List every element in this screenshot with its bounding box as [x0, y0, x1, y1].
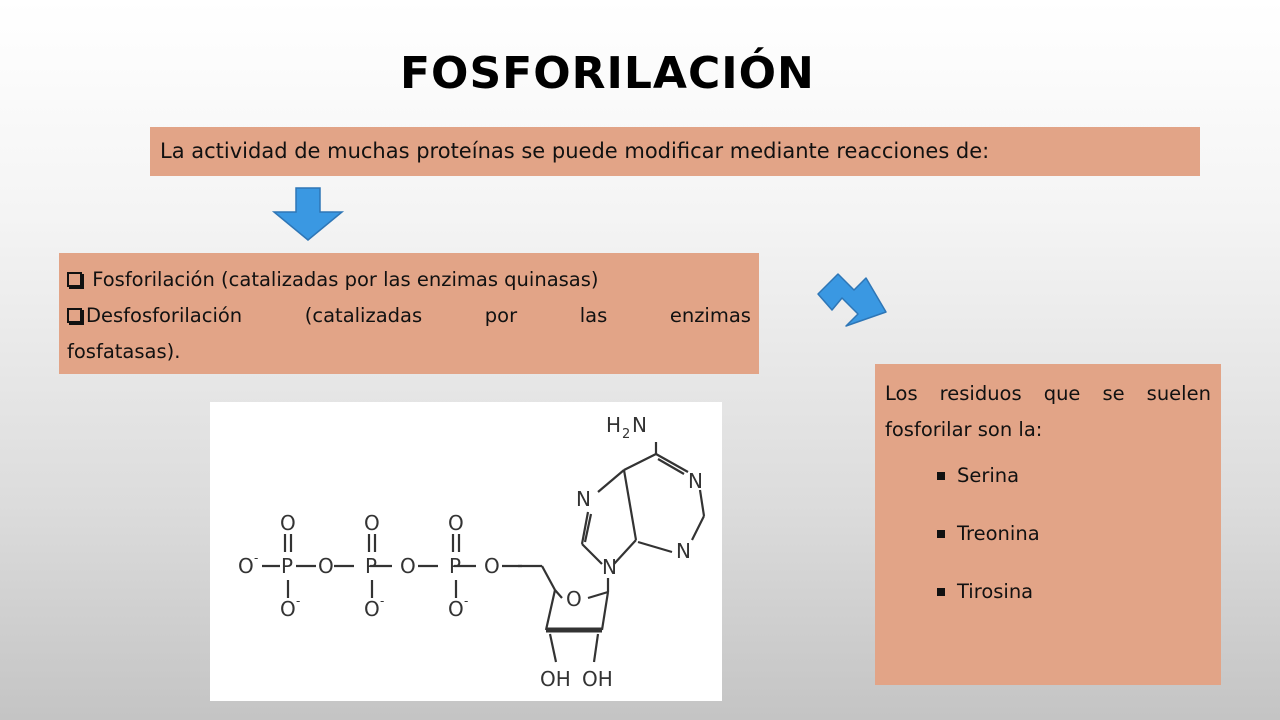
amine-subscript-label: 2 [622, 427, 630, 442]
oxygen-label: O [364, 511, 380, 535]
intro-box: La actividad de muchas proteínas se pued… [150, 127, 1200, 176]
oxygen-label: O [484, 554, 500, 578]
residues-intro: Los residuos que se suelen fosforilar so… [885, 376, 1211, 448]
reaction-line: Desfosforilación (catalizadas por las en… [67, 298, 751, 334]
nitrogen-label: N [688, 469, 703, 493]
diagonal-arrow-icon [817, 273, 887, 327]
checkbox-bullet-icon [67, 308, 82, 323]
residues-word: que [1043, 382, 1081, 405]
oxygen-label: O [238, 554, 254, 578]
residue-label: Treonina [957, 522, 1040, 545]
reaction-word: las [579, 304, 608, 327]
residues-word: Los [885, 382, 918, 405]
list-item: Serina [937, 458, 1211, 516]
atp-structure: O - P O O - O P O O - O P O O - O O N N … [238, 413, 706, 691]
square-bullet-icon [937, 588, 945, 596]
ring-oxygen-label: O [566, 587, 582, 611]
nitrogen-label: N [576, 487, 591, 511]
oxygen-label: O [318, 554, 334, 578]
reaction-line-end: fosfatasas). [67, 340, 181, 363]
atp-molecule-diagram: O - P O O - O P O O - O P O O - O O N N … [210, 402, 722, 701]
oxygen-label: O [364, 597, 380, 621]
residues-list: Serina Treonina Tirosina [885, 458, 1211, 632]
reaction-word: Desfosforilación [67, 298, 242, 334]
oxygen-label: O [400, 554, 416, 578]
oxygen-label: O [448, 597, 464, 621]
residue-label: Tirosina [957, 580, 1034, 603]
residue-label: Serina [957, 464, 1020, 487]
residues-line-end: fosforilar son la: [885, 418, 1043, 441]
residues-word: suelen [1146, 382, 1211, 405]
charge-label: - [380, 594, 384, 608]
reaction-word: enzimas [669, 304, 751, 327]
phosphorus-label: P [449, 554, 461, 578]
reaction-word: (catalizadas [304, 304, 423, 327]
amine-h-label: H [606, 413, 621, 437]
nitrogen-label: N [676, 539, 691, 563]
charge-label: - [296, 594, 300, 608]
residues-word: se [1102, 382, 1125, 405]
amine-n-label: N [632, 413, 647, 437]
hydroxyl-label: OH [582, 667, 613, 691]
phosphorus-label: P [365, 554, 377, 578]
square-bullet-icon [937, 472, 945, 480]
checkbox-bullet-icon [67, 272, 82, 287]
square-bullet-icon [937, 530, 945, 538]
charge-label: - [254, 551, 258, 565]
charge-label: - [464, 594, 468, 608]
oxygen-label: O [280, 597, 296, 621]
oxygen-label: O [448, 511, 464, 535]
oxygen-label: O [280, 511, 296, 535]
hydroxyl-label: OH [540, 667, 571, 691]
list-item: Tirosina [937, 574, 1211, 632]
intro-text: La actividad de muchas proteínas se pued… [160, 139, 990, 163]
reactions-box: Fosforilación (catalizadas por las enzim… [59, 253, 759, 374]
residues-box: Los residuos que se suelen fosforilar so… [875, 364, 1221, 685]
phosphorus-label: P [281, 554, 293, 578]
slide-title: FOSFORILACIÓN [400, 48, 815, 99]
nitrogen-label: N [602, 555, 617, 579]
list-item: Treonina [937, 516, 1211, 574]
residues-word: residuos [939, 382, 1022, 405]
down-arrow-icon [271, 187, 345, 241]
reaction-item-fosforilacion: Fosforilación (catalizadas por las enzim… [67, 262, 751, 298]
residues-line: Los residuos que se suelen [885, 376, 1211, 412]
reaction-item-desfosforilacion: Desfosforilación (catalizadas por las en… [67, 298, 751, 370]
reaction-word: por [484, 304, 518, 327]
reaction-item-label: Fosforilación (catalizadas por las enzim… [92, 268, 599, 291]
